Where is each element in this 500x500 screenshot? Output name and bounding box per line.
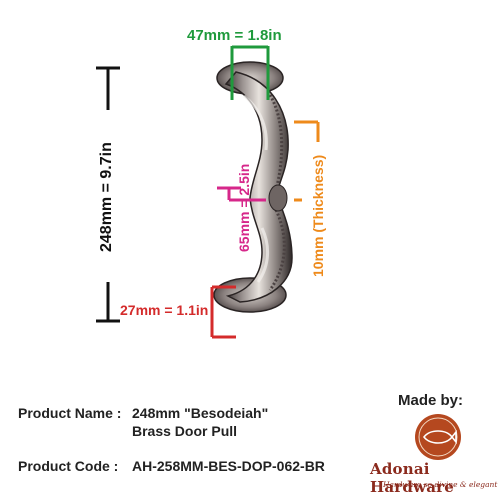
product-code-value: AH-258MM-BES-DOP-062-BR bbox=[132, 458, 325, 474]
brand-logo-emblem bbox=[415, 414, 461, 460]
width-dimension-bracket bbox=[230, 45, 270, 100]
brand-name: Adonai Hardware bbox=[370, 460, 454, 496]
length-label: 248mm = 9.7in bbox=[98, 142, 115, 252]
width-label: 47mm = 1.8in bbox=[187, 27, 282, 44]
product-name-label: Product Name : bbox=[18, 405, 122, 421]
made-by-label: Made by: bbox=[398, 392, 464, 409]
center-label: 65mm = 2.5in bbox=[236, 163, 252, 252]
product-name-line1: 248mm "Besodeiah" bbox=[132, 405, 269, 421]
handle-body bbox=[224, 71, 293, 303]
base-label: 27mm = 1.1in bbox=[120, 302, 209, 318]
product-name-line2: Brass Door Pull bbox=[132, 423, 238, 439]
base-dimension-bracket bbox=[210, 285, 236, 339]
brand-tagline: Hardware so divine & elegant bbox=[383, 480, 498, 489]
thickness-label: 10mm (Thickness) bbox=[310, 154, 326, 277]
center-ornament bbox=[268, 184, 288, 212]
center-dimension-marker bbox=[217, 186, 266, 202]
length-dimension-marker bbox=[96, 66, 120, 323]
thickness-dimension-bracket bbox=[294, 120, 320, 202]
product-code-label: Product Code : bbox=[18, 458, 119, 474]
